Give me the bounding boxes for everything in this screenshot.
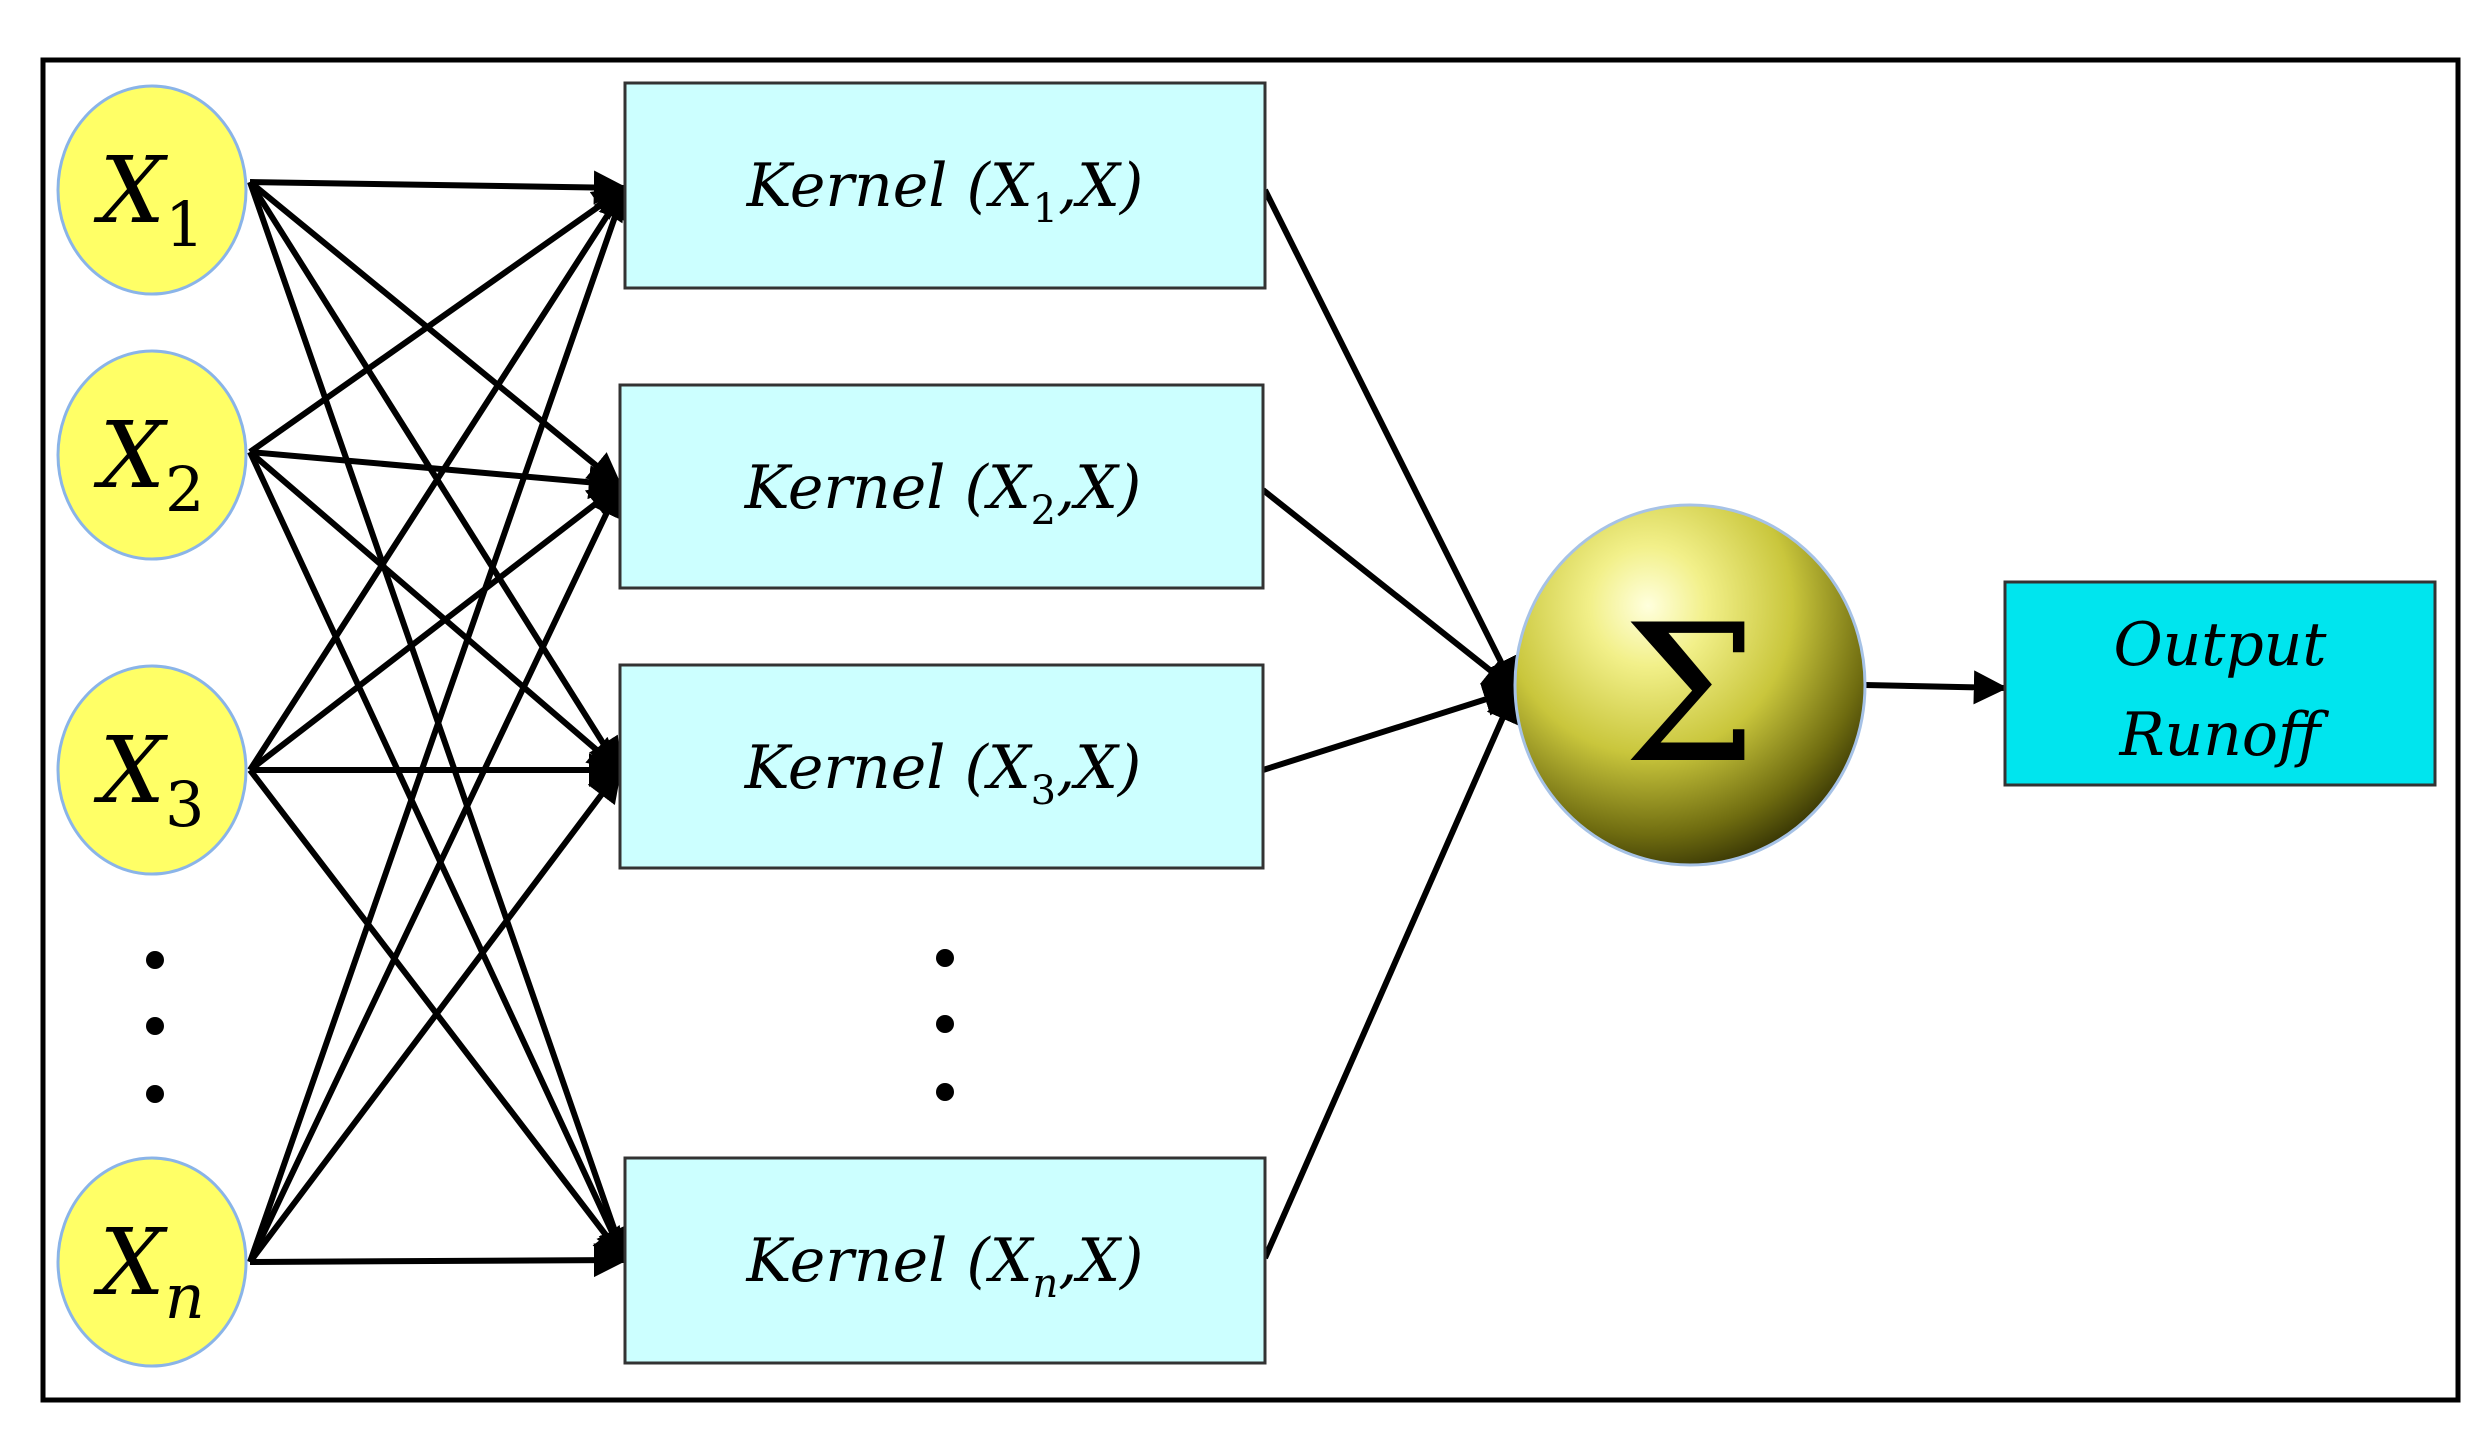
sum-node: Σ [1513,503,1867,867]
kernel-box-rect [623,1156,1267,1365]
input-node-base: X [94,717,169,824]
edge-x1-to-k3 [247,180,623,773]
input-node-x1: X1 [56,84,248,296]
kernel-label-base: X [984,453,1033,523]
input-node-label: X2 [94,402,205,526]
output-box-rect [2003,580,2437,787]
kernel-label-sub: 3 [1031,768,1056,814]
input-node-x2: X2 [56,349,248,561]
connection-edges [247,170,2008,1278]
edge-xn-to-k1 [247,185,631,1263]
edge-k3-to-sum [1262,683,1518,773]
edge-x3-to-k1 [247,185,628,772]
output-label-line1: Output [2113,610,2327,680]
input-node-label: X1 [94,137,205,261]
kernel-label-sub: n [1032,1261,1058,1307]
kernel-label-suffix: ,X) [1058,1226,1143,1296]
edge-x2-to-k3 [248,449,623,773]
input-node-label: X3 [94,717,205,841]
kernel-box-label: Kernel (X1,X) [746,151,1144,232]
kernel-label-suffix: ,X) [1056,453,1141,523]
edge-x2-to-k2 [249,449,623,500]
input-node-sub: 1 [165,188,204,261]
edge-xn-to-k2 [247,482,623,1264]
input-node-label: Xn [93,1209,204,1333]
edge-kn-to-sum [1262,687,1519,1260]
kernel-label-sub: 2 [1031,488,1056,534]
kernel-label-prefix: Kernel ( [746,1226,992,1296]
input-node-circle [56,1156,248,1368]
sum-node-circle [1513,503,1867,867]
kernel-box-rect [618,663,1265,870]
kernel-label-prefix: Kernel ( [744,453,990,523]
input-node-base: X [94,402,169,509]
input-node-sub: 3 [165,768,204,841]
edge-xn-to-k3 [247,767,623,1264]
edge-x2-to-k1 [248,185,628,455]
edge-x1-to-k1 [249,170,628,205]
kernel-label-prefix: Kernel ( [744,733,990,803]
kernel-label-prefix: Kernel ( [746,151,992,221]
kernel-box-label: Kernel (Xn,X) [746,1226,1144,1307]
kernel-box-2: Kernel (X2,X) [618,383,1265,590]
kernel-ellipsis [936,949,954,1101]
edge-x3-to-k2 [248,482,623,773]
input-node-sub: n [165,1260,205,1333]
kernel-box-1: Kernel (X1,X) [623,81,1267,290]
input-node-xn: Xn [56,1156,248,1368]
kernel-label-sub: 1 [1033,186,1058,232]
edge-k1-to-sum [1262,188,1518,693]
kernel-label-suffix: ,X) [1056,733,1141,803]
input-node-sub: 2 [165,453,204,526]
input-node-x3: X3 [56,664,248,876]
kernel-box-rect [618,383,1265,590]
input-node-circle [56,84,248,296]
input-ellipsis [146,951,164,1103]
edge-xn-to-kn [249,1243,628,1278]
edge-k2-to-sum [1261,487,1518,693]
input-node-circle [56,664,248,876]
edge-x1-to-k2 [248,179,623,488]
edge-sum-to-output [1864,670,2008,705]
sum-symbol: Σ [1623,584,1757,805]
output-box: Output Runoff [2003,580,2437,787]
kernel-box-3: Kernel (X3,X) [618,663,1265,870]
input-node-base: X [94,137,169,244]
input-node-base: X [93,1209,168,1316]
kernel-label-suffix: ,X) [1058,151,1143,221]
kernel-label-base: X [984,733,1033,803]
kernel-box-rect [623,81,1267,290]
output-label-line2: Runoff [2118,700,2330,770]
edge-x2-to-kn [247,450,628,1263]
kernel-box-label: Kernel (X2,X) [744,453,1142,534]
kernel-label-base: X [986,151,1035,221]
input-node-circle [56,349,248,561]
kernel-label-base: X [986,1226,1035,1296]
kernel-box-label: Kernel (X3,X) [744,733,1142,814]
kernel-box-n: Kernel (Xn,X) [623,1156,1267,1365]
